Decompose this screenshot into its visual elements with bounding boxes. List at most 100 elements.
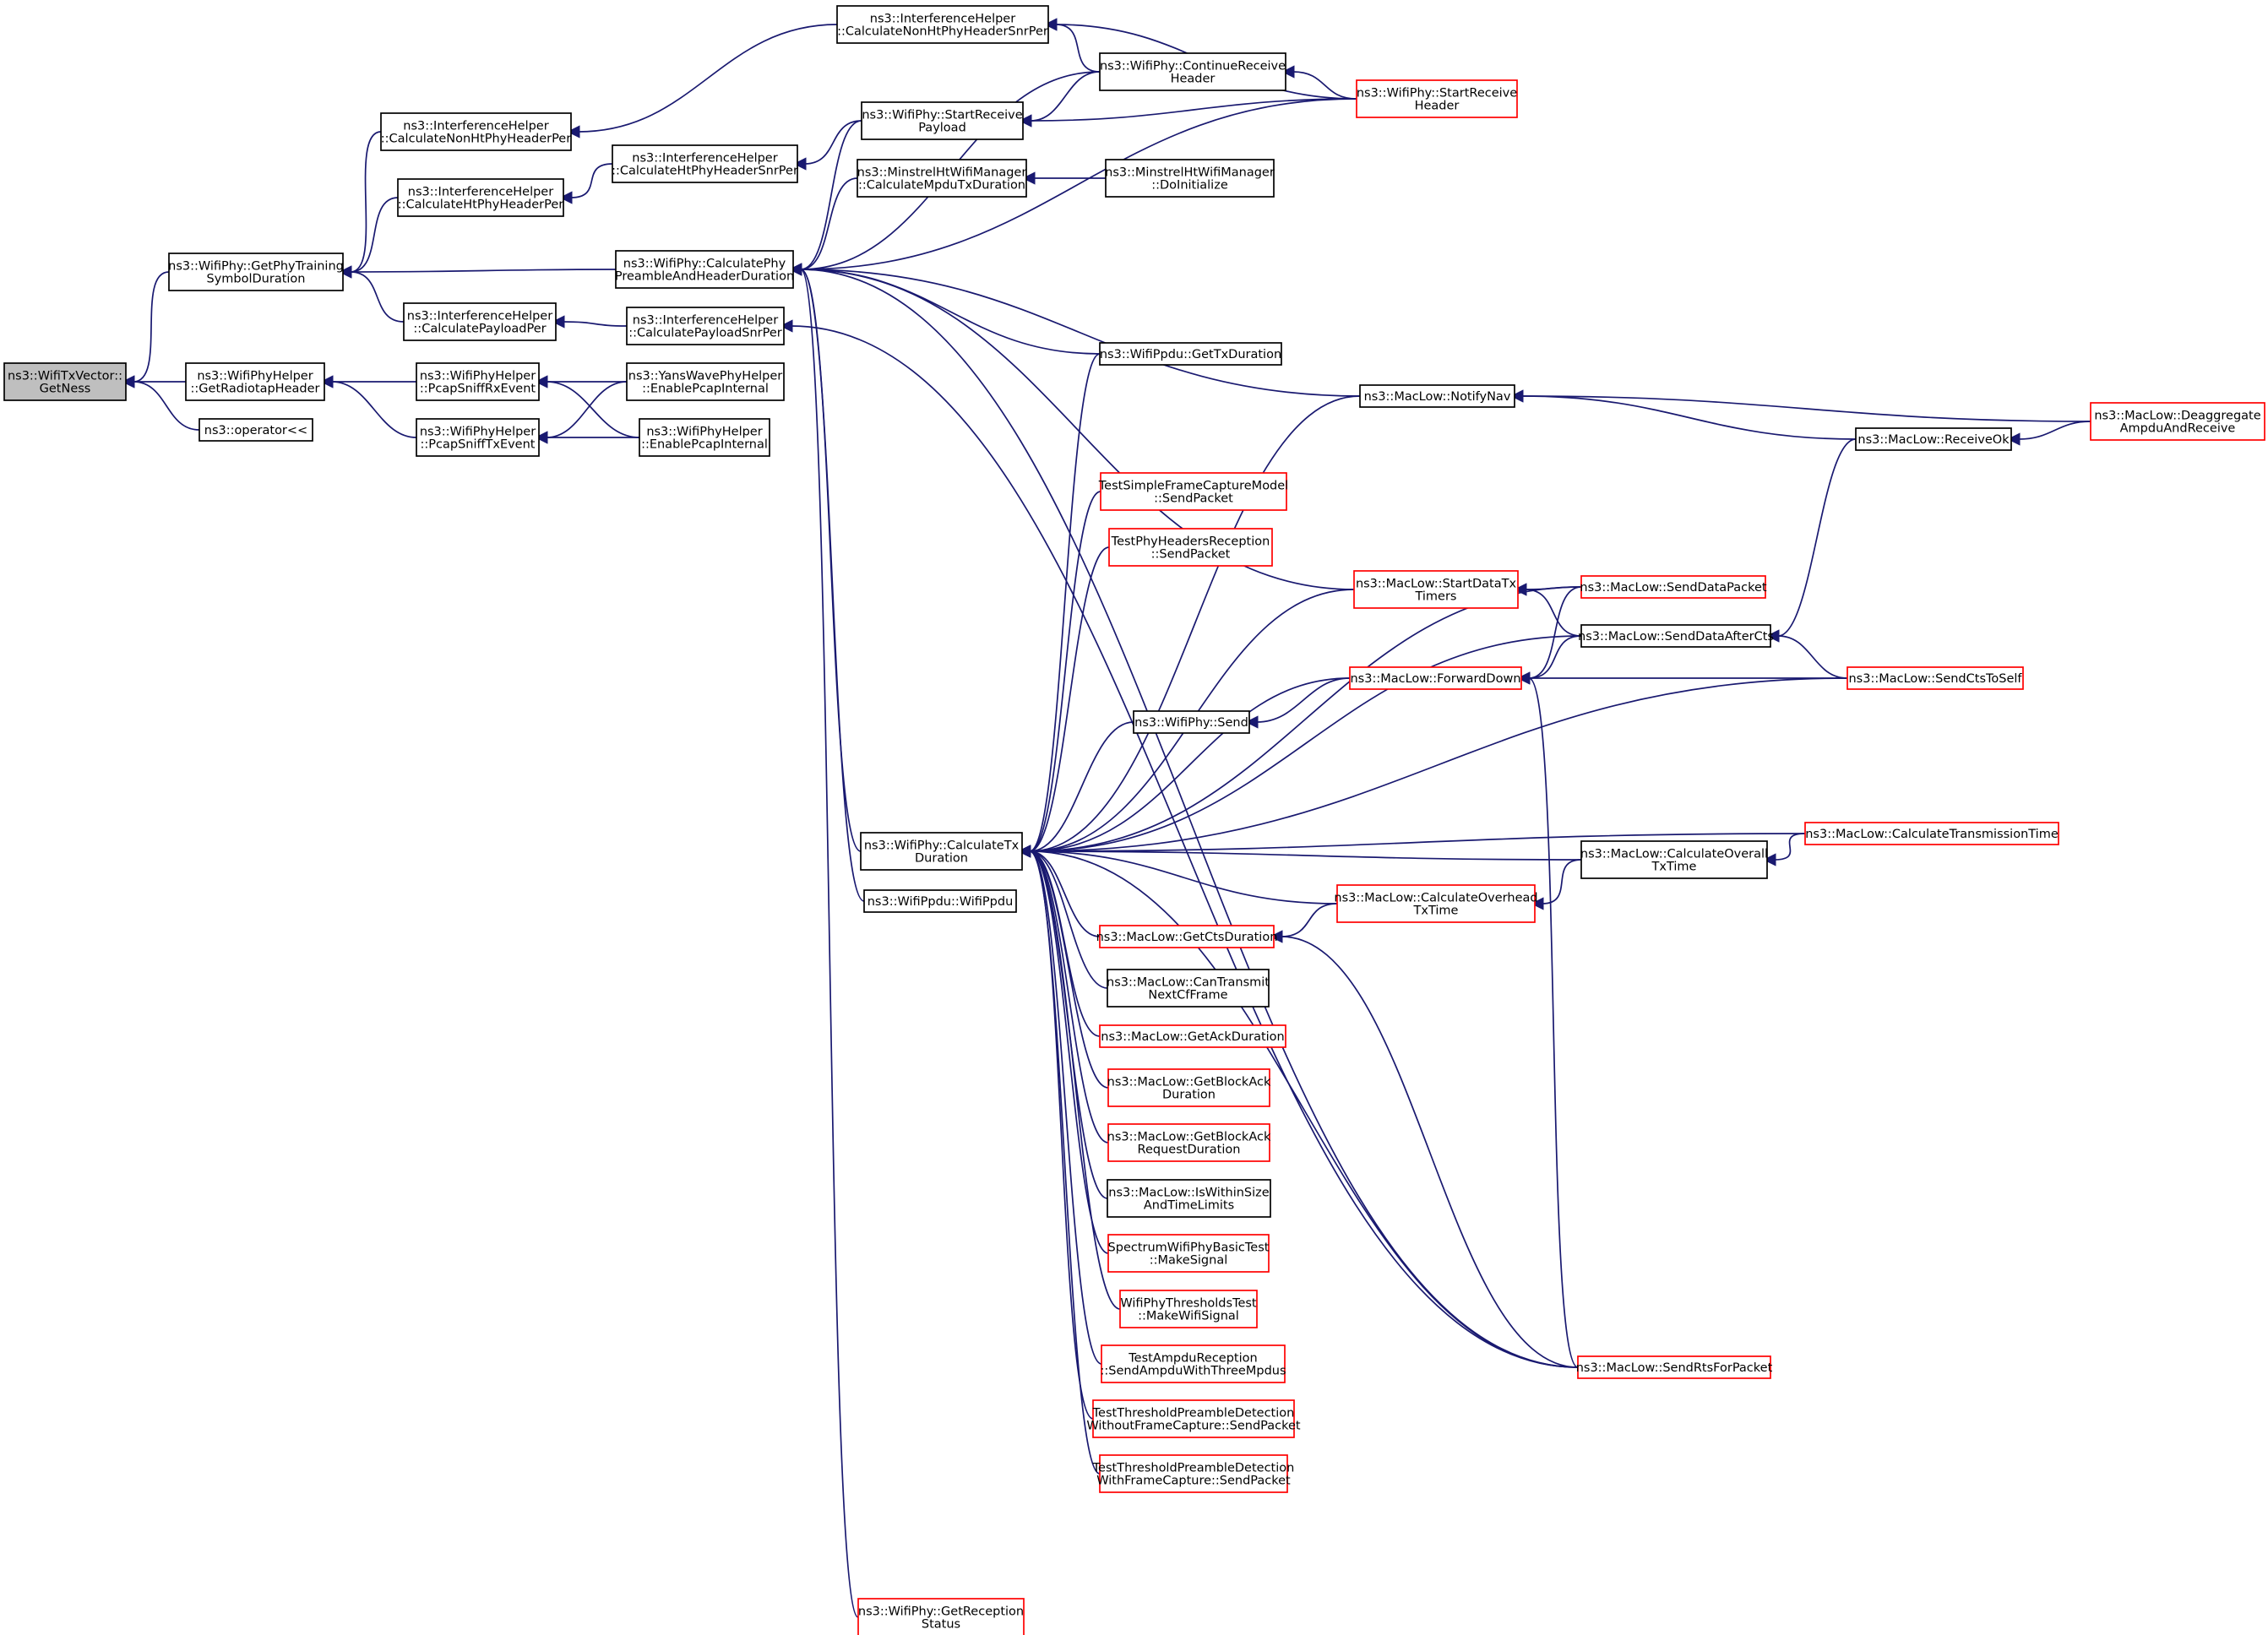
node-n32-box[interactable] [1107, 1234, 1270, 1273]
node-n28-box[interactable] [1099, 1024, 1286, 1048]
node-n5[interactable]: ns3::InterferenceHelper::CalculateHtPhyH… [397, 178, 564, 217]
node-n23[interactable]: TestSimpleFrameCaptureModel::SendPacket [1098, 472, 1288, 511]
node-n0-box[interactable] [3, 362, 127, 401]
node-n23-box[interactable] [1100, 472, 1287, 511]
node-n31-box[interactable] [1107, 1179, 1271, 1218]
node-n8[interactable]: ns3::WifiPhyHelper::PcapSniffTxEvent [416, 418, 540, 457]
node-n1-box[interactable] [168, 253, 344, 291]
node-n35-box[interactable] [1092, 1399, 1295, 1438]
node-n2[interactable]: ns3::WifiPhyHelper::GetRadiotapHeader [185, 362, 325, 401]
node-n32[interactable]: SpectrumWifiPhyBasicTest::MakeSignal [1107, 1234, 1270, 1273]
node-n12-box[interactable] [857, 159, 1027, 198]
node-n6[interactable]: ns3::InterferenceHelper::CalculatePayloa… [403, 302, 557, 341]
node-n13-box[interactable] [615, 250, 794, 289]
node-n48-box[interactable] [1846, 666, 2024, 690]
node-n7[interactable]: ns3::WifiPhyHelper::PcapSniffRxEvent [416, 362, 540, 401]
node-n15-box[interactable] [626, 362, 785, 401]
node-n10[interactable]: ns3::InterferenceHelper::CalculateHtPhyH… [612, 144, 798, 183]
node-n20-box[interactable] [1099, 52, 1286, 91]
node-n49[interactable]: ns3::MacLow::CalculateTransmissionTime [1804, 822, 2059, 845]
node-n4-box[interactable] [380, 112, 572, 151]
node-n19-box[interactable] [857, 1598, 1025, 1635]
node-n21[interactable]: ns3::MinstrelHtWifiManager::DoInitialize [1105, 159, 1275, 198]
node-n17-box[interactable] [860, 832, 1023, 871]
node-n26-box[interactable] [1099, 925, 1275, 948]
node-n26[interactable]: ns3::MacLow::GetCtsDuration [1096, 925, 1278, 948]
node-n38-box[interactable] [1359, 384, 1515, 408]
node-n12[interactable]: ns3::MinstrelHtWifiManager::CalculateMpd… [857, 159, 1027, 198]
node-n34-box[interactable] [1101, 1344, 1286, 1383]
node-n33-box[interactable] [1119, 1290, 1258, 1328]
node-n35[interactable]: TestThresholdPreambleDetectionWithoutFra… [1086, 1399, 1301, 1438]
node-n42-box[interactable] [1855, 427, 2012, 451]
node-n36[interactable]: TestThresholdPreambleDetectionWithFrameC… [1092, 1454, 1295, 1493]
node-n25-box[interactable] [1133, 710, 1250, 734]
node-n38[interactable]: ns3::MacLow::NotifyNav [1359, 384, 1515, 408]
node-n43[interactable]: ns3::MacLow::SendDataPacket [1580, 575, 1767, 599]
node-n40[interactable]: ns3::MacLow::ForwardDown [1349, 666, 1522, 690]
node-n33[interactable]: WifiPhyThresholdsTest::MakeWifiSignal [1119, 1290, 1258, 1328]
node-n14[interactable]: ns3::InterferenceHelper::CalculatePayloa… [626, 307, 785, 345]
node-n14-box[interactable] [626, 307, 785, 345]
node-n21-box[interactable] [1105, 159, 1275, 198]
node-n43-box[interactable] [1580, 575, 1766, 599]
node-n7-box[interactable] [416, 362, 540, 401]
node-n22-box[interactable] [1099, 342, 1282, 366]
node-n47-box[interactable] [2090, 402, 2265, 441]
node-n1[interactable]: ns3::WifiPhy::GetPhyTrainingSymbolDurati… [168, 253, 344, 291]
node-n34[interactable]: TestAmpduReception::SendAmpduWithThreeMp… [1100, 1344, 1286, 1383]
node-n30-box[interactable] [1107, 1123, 1270, 1162]
node-n36-box[interactable] [1099, 1454, 1288, 1493]
node-n44-box[interactable] [1580, 624, 1771, 648]
node-n48[interactable]: ns3::MacLow::SendCtsToSelf [1846, 666, 2024, 690]
node-n24[interactable]: TestPhyHeadersReception::SendPacket [1108, 528, 1273, 567]
node-n39-box[interactable] [1353, 570, 1519, 609]
node-n22[interactable]: ns3::WifiPpdu::GetTxDuration [1099, 342, 1282, 366]
node-n18[interactable]: ns3::WifiPpdu::WifiPpdu [863, 889, 1017, 913]
node-n4[interactable]: ns3::InterferenceHelper::CalculateNonHtP… [380, 112, 572, 151]
node-n6-box[interactable] [403, 302, 557, 341]
node-n0[interactable]: ns3::WifiTxVector::GetNess [3, 362, 127, 401]
node-n46[interactable]: ns3::MacLow::SendRtsForPacket [1576, 1355, 1773, 1379]
node-n2-box[interactable] [185, 362, 325, 401]
node-n24-box[interactable] [1108, 528, 1273, 567]
node-n9-box[interactable] [836, 5, 1049, 44]
node-n40-box[interactable] [1349, 666, 1522, 690]
node-n44[interactable]: ns3::MacLow::SendDataAfterCts [1578, 624, 1774, 648]
node-n15[interactable]: ns3::YansWavePhyHelper::EnablePcapIntern… [626, 362, 785, 401]
node-n37-box[interactable] [1356, 79, 1518, 118]
node-n16-box[interactable] [639, 418, 770, 457]
node-n8-box[interactable] [416, 418, 540, 457]
node-n46-box[interactable] [1577, 1355, 1771, 1379]
node-n28[interactable]: ns3::MacLow::GetAckDuration [1099, 1024, 1286, 1048]
node-n42[interactable]: ns3::MacLow::ReceiveOk [1855, 427, 2012, 451]
node-n10-box[interactable] [612, 144, 798, 183]
node-n29-box[interactable] [1107, 1068, 1270, 1107]
node-n13[interactable]: ns3::WifiPhy::CalculatePhyPreambleAndHea… [615, 250, 794, 289]
node-n3-box[interactable] [199, 418, 313, 442]
node-n3[interactable]: ns3::operator<< [199, 418, 313, 442]
node-n16[interactable]: ns3::WifiPhyHelper::EnablePcapInternal [639, 418, 770, 457]
node-n49-box[interactable] [1804, 822, 2059, 845]
node-n27-box[interactable] [1107, 969, 1270, 1008]
node-n18-box[interactable] [863, 889, 1017, 913]
node-n9[interactable]: ns3::InterferenceHelper::CalculateNonHtP… [836, 5, 1049, 44]
node-n25[interactable]: ns3::WifiPhy::Send [1133, 710, 1250, 734]
node-n5-box[interactable] [397, 178, 564, 217]
node-n11-box[interactable] [861, 101, 1024, 140]
node-n45-box[interactable] [1580, 840, 1768, 879]
node-n41-box[interactable] [1336, 884, 1536, 923]
